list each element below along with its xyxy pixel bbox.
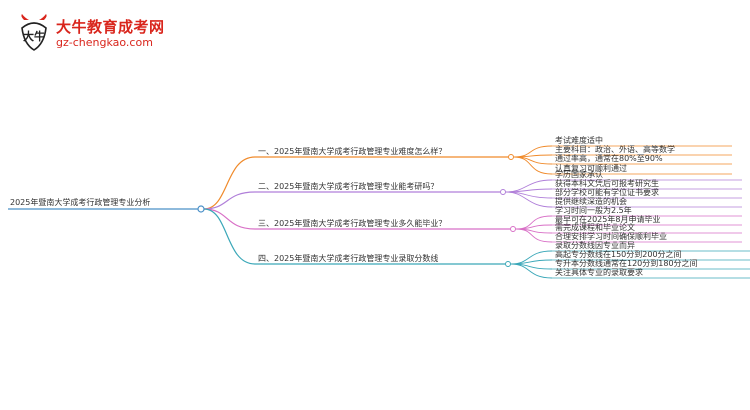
edge-branch-3-leaf-4 [515, 228, 553, 243]
edge-branch-1-leaf-2 [513, 154, 553, 158]
branch-3-leaf-1: 学习时间一般为2.5年 [555, 205, 632, 215]
branch-2-label: 二、2025年暨南大学成考行政管理专业能考研吗？ [258, 181, 438, 191]
branch-1-collapse-toggle[interactable] [508, 154, 514, 160]
edge-root-branch-2 [203, 191, 256, 210]
branch-3[interactable]: 三、2025年暨南大学成考行政管理专业多久能毕业？ 学习时间一般为2.5年 最早… [258, 205, 667, 241]
branch-3-collapse-toggle[interactable] [510, 226, 516, 232]
bull-logo-icon: 大牛 [21, 14, 47, 51]
branch-4-leaf-4: 关注具体专业的录取要求 [555, 267, 643, 277]
branch-2[interactable]: 二、2025年暨南大学成考行政管理专业能考研吗？ 学历国家承认 获得本科文凭后可… [258, 169, 659, 206]
site-logo[interactable]: 大牛 大牛教育成考网 gz-chengkao.com [18, 14, 178, 54]
edge-root-branch-4 [203, 208, 256, 265]
edge-branch-2-leaf-4 [505, 191, 553, 208]
branch-2-collapse-toggle[interactable] [500, 189, 506, 195]
logo-title: 大牛教育成考网 [56, 18, 165, 36]
mindmap-edges [203, 145, 750, 279]
branch-1[interactable]: 一、2025年暨南大学成考行政管理专业难度怎么样？ 考试难度适中 主要科目：政治… [258, 135, 675, 173]
branch-2-leaf-2: 获得本科文凭后可报考研究生 [555, 178, 659, 188]
edge-branch-4-leaf-4 [510, 263, 553, 279]
branch-4-leaf-1: 录取分数线因专业而异 [555, 240, 635, 250]
logo-mark-text: 大牛 [23, 29, 45, 43]
branch-1-leaf-3: 通过率高，通常在80%至90% [555, 153, 663, 163]
branch-4-label: 四、2025年暨南大学成考行政管理专业录取分数线 [258, 253, 438, 263]
branch-1-leaf-2: 主要科目：政治、外语、高等数学 [555, 144, 675, 154]
branch-1-leaf-1: 考试难度适中 [555, 135, 603, 145]
branch-3-leaf-3: 需完成课程和毕业论文 [555, 222, 635, 232]
branch-2-leaf-3: 部分学校可能有学位证书要求 [555, 187, 659, 197]
edge-root-branch-1 [203, 156, 256, 210]
branch-1-leaf-4: 认真复习可顺利通过 [555, 163, 627, 173]
branch-3-leaf-2: 最早可在2025年8月申请毕业 [555, 214, 660, 224]
branch-1-label: 一、2025年暨南大学成考行政管理专业难度怎么样？ [258, 146, 446, 156]
edge-branch-3-leaf-1 [515, 215, 553, 230]
logo-url: gz-chengkao.com [56, 36, 153, 49]
branch-3-label: 三、2025年暨南大学成考行政管理专业多久能毕业？ [258, 218, 446, 228]
branch-4-collapse-toggle[interactable] [505, 261, 511, 267]
root-node[interactable]: 2025年暨南大学成考行政管理专业分析 [8, 197, 205, 213]
root-collapse-toggle [197, 205, 205, 213]
edge-branch-1-leaf-3 [513, 156, 553, 165]
branch-4[interactable]: 四、2025年暨南大学成考行政管理专业录取分数线 录取分数线因专业而异 高起专分… [258, 240, 698, 277]
branch-4-leaf-3: 专升本分数线通常在120分到180分之间 [555, 258, 698, 268]
branch-2-leaf-1: 学历国家承认 [555, 169, 603, 179]
edge-branch-3-leaf-2 [515, 224, 553, 230]
root-label: 2025年暨南大学成考行政管理专业分析 [10, 197, 150, 207]
branch-3-leaf-4: 合理安排学习时间确保顺利毕业 [555, 231, 667, 241]
edge-branch-4-leaf-2 [510, 259, 553, 265]
edge-branch-2-leaf-2 [505, 188, 553, 193]
edge-branch-1-leaf-4 [513, 156, 553, 175]
branch-4-leaf-2: 高起专分数线在150分到200分之间 [555, 249, 682, 259]
edge-root-branch-3 [203, 208, 256, 230]
branch-2-leaf-4: 提供继续深造的机会 [555, 196, 627, 206]
